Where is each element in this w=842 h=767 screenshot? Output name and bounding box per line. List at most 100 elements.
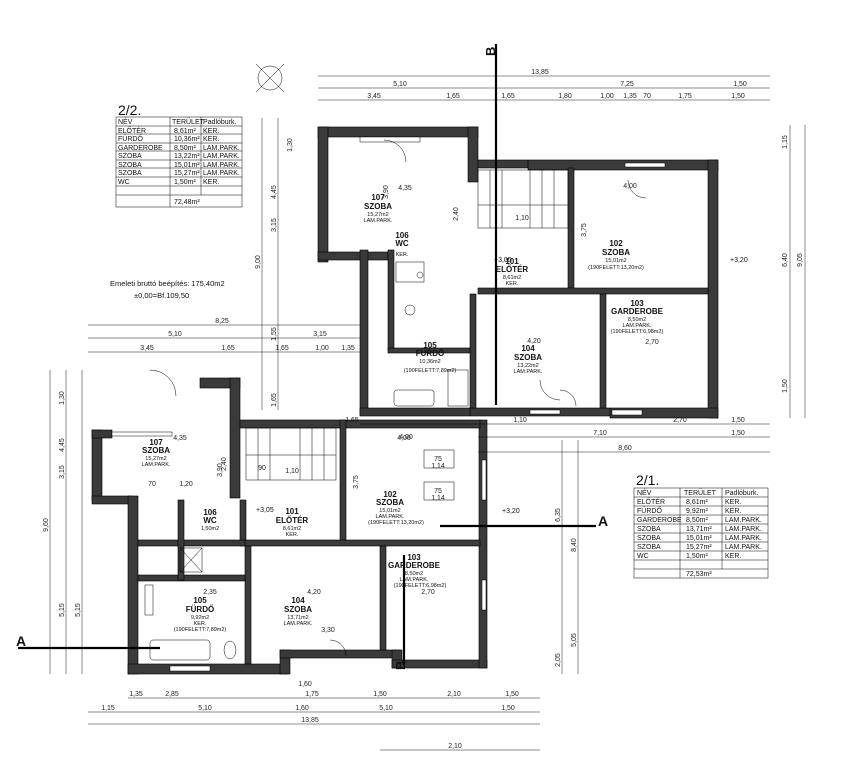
svg-text:1,35: 1,35 — [341, 345, 355, 352]
svg-text:13,71m²: 13,71m² — [686, 526, 712, 533]
svg-text:+3,05: +3,05 — [256, 507, 274, 514]
upper-room-labels: 107 SZOBA 15,27m2 LAM.PARK. 106 WC KER. … — [364, 193, 748, 375]
svg-text:4,00: 4,00 — [623, 183, 637, 190]
svg-text:10,36m2: 10,36m2 — [419, 359, 440, 365]
svg-text:4,20: 4,20 — [307, 589, 321, 596]
svg-text:KER.: KER. — [725, 553, 741, 560]
svg-text:1,14: 1,14 — [431, 495, 445, 502]
svg-text:1,10: 1,10 — [513, 417, 527, 424]
section-a-label-left: A — [16, 633, 26, 649]
svg-text:SZOBA: SZOBA — [637, 526, 661, 533]
table-lower-title: 2/1. — [636, 472, 659, 488]
svg-text:6,35: 6,35 — [555, 508, 562, 522]
section-a-line: A A — [16, 513, 608, 650]
svg-text:5,10: 5,10 — [198, 705, 212, 712]
table-lower-total: 72,53m² — [686, 571, 712, 578]
svg-text:107: 107 — [149, 438, 163, 447]
svg-text:WC: WC — [395, 239, 409, 248]
svg-text:105: 105 — [423, 341, 437, 350]
svg-text:Padlóburk.: Padlóburk. — [725, 490, 759, 497]
dims-upper-mid: 8,25 5,10 3,15 3,45 1,65 1,65 1,00 1,35 — [88, 318, 360, 353]
svg-text:3,75: 3,75 — [353, 475, 360, 489]
svg-text:KER.: KER. — [286, 532, 299, 538]
svg-text:8,25: 8,25 — [215, 318, 229, 325]
svg-text:SZOBA: SZOBA — [637, 535, 661, 542]
svg-text:4,45: 4,45 — [271, 185, 278, 199]
svg-text:9,60: 9,60 — [43, 518, 50, 532]
svg-text:1,60: 1,60 — [298, 681, 312, 688]
svg-text:8,50m2: 8,50m2 — [628, 317, 646, 323]
north-arrow-icon — [255, 63, 285, 93]
svg-text:1,50: 1,50 — [733, 81, 747, 88]
svg-text:5,10: 5,10 — [393, 81, 407, 88]
dims-upper-right: 1,15 6,40 9,05 1,50 — [782, 125, 806, 418]
svg-text:90: 90 — [258, 465, 266, 472]
dims-interior: 4,35 4,35 3,90 3,90 2,40 2,40 1,10 1,10 … — [148, 183, 659, 634]
svg-text:106: 106 — [203, 508, 217, 517]
svg-text:106: 106 — [395, 231, 409, 240]
svg-text:4,45: 4,45 — [59, 438, 66, 452]
dims-lower-right: 6,35 8,40 5,05 2,05 — [555, 440, 579, 674]
svg-text:+3,20: +3,20 — [730, 257, 748, 264]
svg-text:13,22m²: 13,22m² — [174, 153, 200, 160]
svg-text:+3,05: +3,05 — [494, 257, 512, 264]
svg-text:103: 103 — [407, 553, 421, 562]
svg-text:5,10: 5,10 — [379, 705, 393, 712]
svg-text:KER.: KER. — [194, 621, 207, 627]
svg-text:1,15: 1,15 — [101, 705, 115, 712]
svg-text:ELŐTÉR: ELŐTÉR — [496, 265, 529, 274]
svg-text:8,61m²: 8,61m² — [174, 128, 196, 135]
svg-text:13,85: 13,85 — [531, 69, 549, 76]
section-b-line: B B — [393, 44, 498, 670]
svg-text:3,15: 3,15 — [313, 331, 327, 338]
section-b-label-top: B — [483, 47, 498, 56]
svg-text:1,30: 1,30 — [59, 391, 66, 405]
svg-text:LAM.PARK.: LAM.PARK. — [725, 517, 762, 524]
svg-text:2,40: 2,40 — [221, 457, 228, 471]
svg-text:1,60: 1,60 — [295, 705, 309, 712]
svg-text:4,35: 4,35 — [173, 435, 187, 442]
gross-area-note: Emeleti bruttó beépítés: 175,40m2 — [110, 279, 225, 288]
upper-stair — [477, 169, 569, 229]
svg-text:75: 75 — [434, 488, 442, 495]
svg-text:SZOBA: SZOBA — [364, 202, 392, 211]
dims-upper-top: 13,85 5,10 7,25 1,50 3,45 1,65 1,65 1,80… — [318, 69, 770, 101]
svg-text:1,65: 1,65 — [221, 345, 235, 352]
svg-text:FÜRDŐ: FÜRDŐ — [186, 605, 214, 614]
svg-text:2,85: 2,85 — [165, 691, 179, 698]
svg-text:KER.: KER. — [203, 136, 219, 143]
svg-text:LAM.PARK.: LAM.PARK. — [203, 170, 240, 177]
svg-text:KER.: KER. — [506, 281, 519, 287]
svg-text:15,27m2: 15,27m2 — [367, 212, 388, 218]
svg-text:102: 102 — [609, 239, 623, 248]
svg-text:LAM.PARK.: LAM.PARK. — [203, 162, 240, 169]
svg-text:9,00: 9,00 — [255, 255, 262, 269]
svg-text:3,30: 3,30 — [321, 627, 335, 634]
svg-text:1,75: 1,75 — [678, 93, 692, 100]
lower-floor-plan — [91, 369, 561, 675]
svg-text:SZOBA: SZOBA — [118, 170, 142, 177]
svg-text:3,15: 3,15 — [59, 465, 66, 479]
svg-text:LAM.PARK.: LAM.PARK. — [725, 544, 762, 551]
svg-text:FÜRDŐ: FÜRDŐ — [118, 134, 143, 143]
svg-text:3,90: 3,90 — [383, 185, 390, 199]
svg-text:1,65: 1,65 — [501, 93, 515, 100]
svg-text:LAM.PARK.: LAM.PARK. — [284, 621, 313, 627]
table-upper-title: 2/2. — [118, 102, 141, 118]
svg-text:1,50: 1,50 — [501, 705, 515, 712]
svg-text:5,10: 5,10 — [168, 331, 182, 338]
datum-note: ±0,00=Bf.109,50 — [134, 291, 189, 300]
svg-text:9,92m²: 9,92m² — [686, 508, 708, 515]
svg-text:LAM.PARK.: LAM.PARK. — [725, 535, 762, 542]
svg-text:3,45: 3,45 — [367, 93, 381, 100]
svg-text:13,22m2: 13,22m2 — [517, 363, 538, 369]
svg-text:7,10: 7,10 — [593, 430, 607, 437]
svg-text:13,71m2: 13,71m2 — [287, 615, 308, 621]
svg-text:104: 104 — [291, 596, 305, 605]
svg-text:WC: WC — [118, 179, 130, 186]
svg-text:4,00: 4,00 — [397, 435, 411, 442]
svg-text:15,01m²: 15,01m² — [174, 162, 200, 169]
